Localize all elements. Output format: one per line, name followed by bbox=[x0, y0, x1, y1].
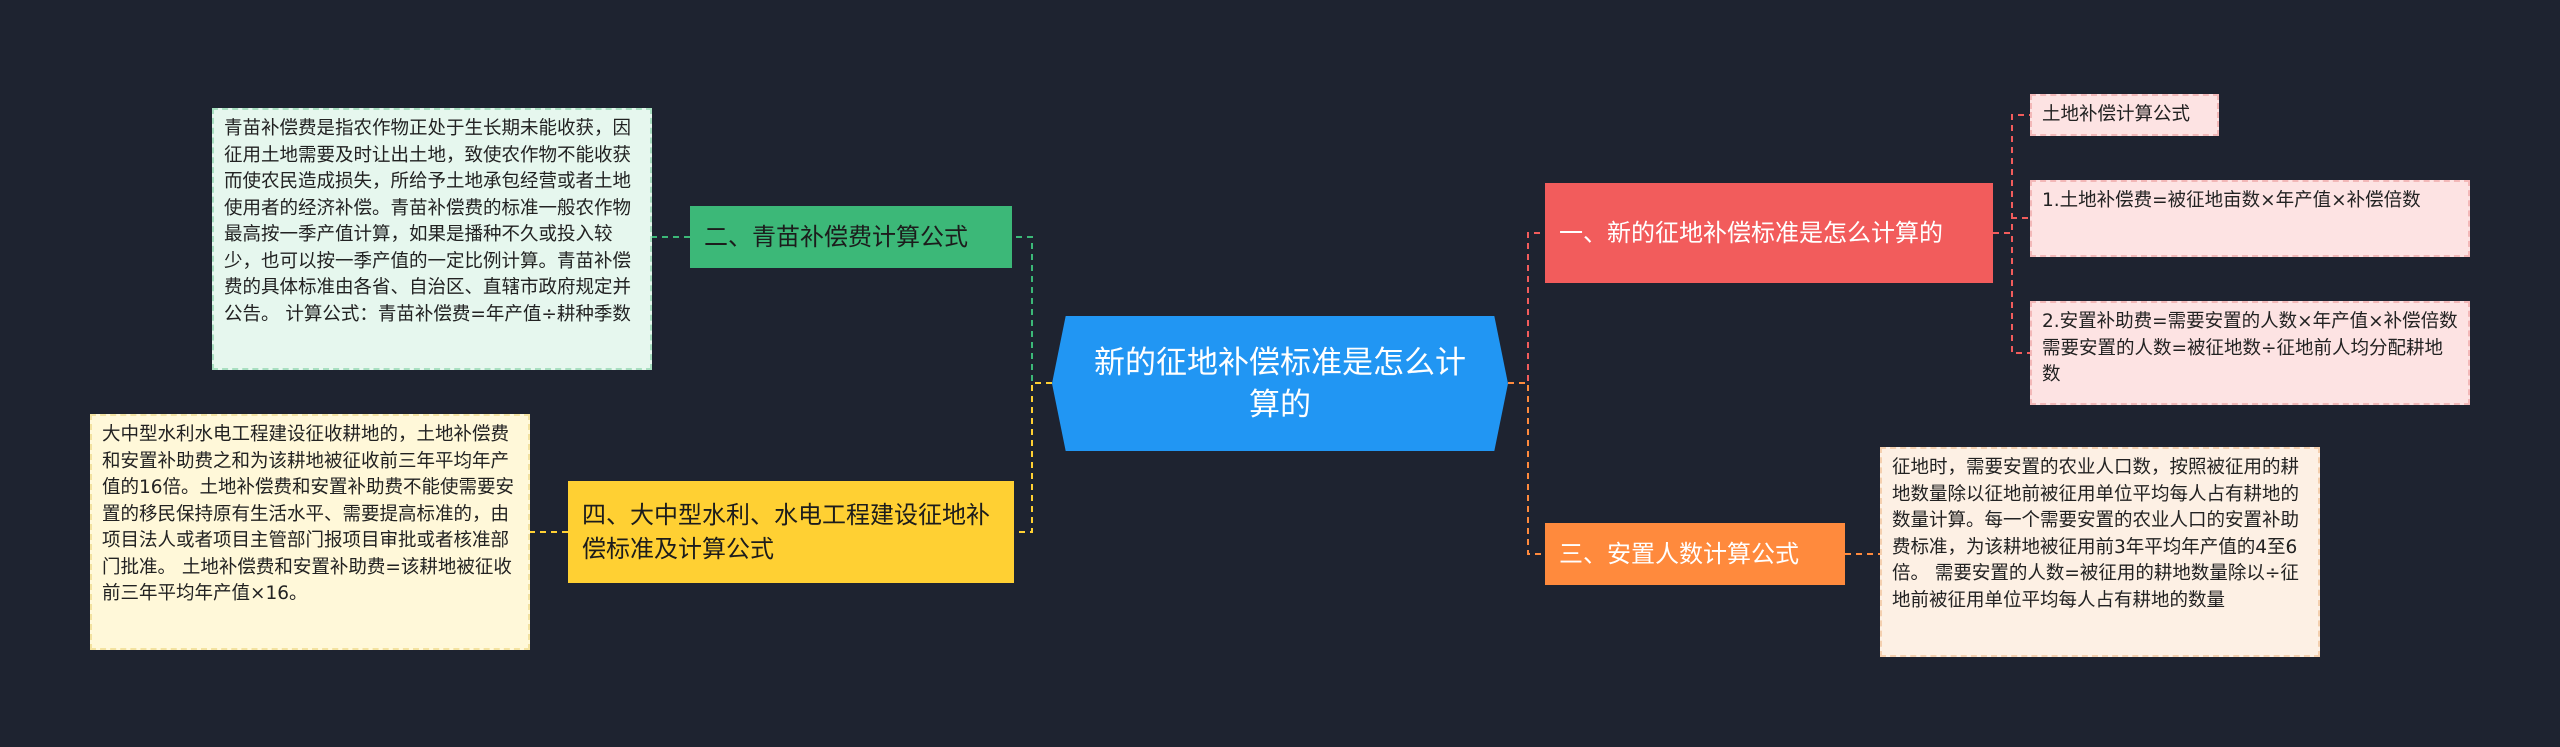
root-topic-label: 新的征地补偿标准是怎么计算的 bbox=[1094, 344, 1466, 423]
branch-new-standard[interactable]: 一、新的征地补偿标准是怎么计算的 bbox=[1545, 183, 1993, 283]
branch-resettlement-count[interactable]: 三、安置人数计算公式 bbox=[1545, 523, 1845, 585]
leaf-text: 2.安置补助费=需要安置的人数×年产值×补偿倍数 需要安置的人数=被征地数÷征地… bbox=[2042, 311, 2458, 385]
leaf-land-compensation-title[interactable]: 土地补偿计算公式 bbox=[2030, 94, 2219, 136]
leaf-land-compensation-formula[interactable]: 1.土地补偿费=被征地亩数×年产值×补偿倍数 bbox=[2030, 180, 2470, 257]
leaf-resettlement-count-detail[interactable]: 征地时，需要安置的农业人口数，按照被征用的耕地数量除以征地前被征用单位平均每人占… bbox=[1880, 447, 2320, 657]
branch-label: 一、新的征地补偿标准是怎么计算的 bbox=[1559, 219, 1943, 247]
leaf-water-conservancy-detail[interactable]: 大中型水利水电工程建设征收耕地的，土地补偿费和安置补助费之和为该耕地被征收前三年… bbox=[90, 414, 530, 650]
leaf-text: 大中型水利水电工程建设征收耕地的，土地补偿费和安置补助费之和为该耕地被征收前三年… bbox=[102, 424, 515, 604]
leaf-resettlement-subsidy-formula[interactable]: 2.安置补助费=需要安置的人数×年产值×补偿倍数 需要安置的人数=被征地数÷征地… bbox=[2030, 301, 2470, 405]
branch-seedling-compensation[interactable]: 二、青苗补偿费计算公式 bbox=[690, 206, 1012, 268]
branch-label: 二、青苗补偿费计算公式 bbox=[704, 223, 968, 251]
leaf-text: 征地时，需要安置的农业人口数，按照被征用的耕地数量除以征地前被征用单位平均每人占… bbox=[1892, 457, 2300, 611]
branch-water-conservancy[interactable]: 四、大中型水利、水电工程建设征地补偿标准及计算公式 bbox=[568, 481, 1014, 583]
leaf-seedling-compensation-detail[interactable]: 青苗补偿费是指农作物正处于生长期未能收获，因征用土地需要及时让出土地，致使农作物… bbox=[212, 108, 652, 370]
branch-label: 四、大中型水利、水电工程建设征地补偿标准及计算公式 bbox=[582, 501, 990, 563]
leaf-text: 1.土地补偿费=被征地亩数×年产值×补偿倍数 bbox=[2042, 190, 2421, 211]
branch-label: 三、安置人数计算公式 bbox=[1559, 540, 1799, 568]
leaf-text: 青苗补偿费是指农作物正处于生长期未能收获，因征用土地需要及时让出土地，致使农作物… bbox=[224, 118, 632, 325]
leaf-text: 土地补偿计算公式 bbox=[2042, 104, 2191, 125]
root-topic[interactable]: 新的征地补偿标准是怎么计算的 bbox=[1052, 316, 1508, 451]
